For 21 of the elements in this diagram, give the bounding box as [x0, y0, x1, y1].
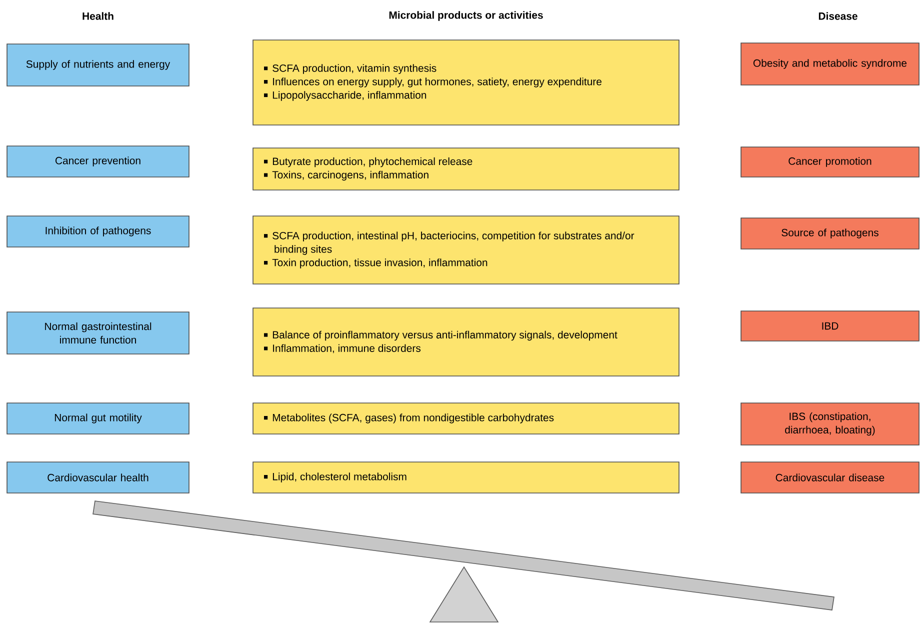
activity-box: SCFA production, vitamin synthesis Influences on energy supply, gut hormones, satiety, energy expenditure Lipopolysaccharide, inflammation	[252, 40, 680, 126]
disease-box: Source of pathogens	[740, 218, 920, 250]
disease-box: IBD	[740, 310, 920, 342]
column-heading: Disease	[818, 12, 858, 20]
health-box: Normal gut motility	[6, 402, 190, 434]
health-box: Supply of nutrients and energy	[6, 44, 190, 86]
column-heading: Microbial products or activities	[389, 11, 543, 21]
activity-box: Balance of proinflammatory versus anti-inflammatory signals, development Inflammation, immune disorders	[252, 308, 680, 376]
health-box: Cardiovascular health	[6, 462, 190, 494]
disease-box: Cardiovascular disease	[740, 462, 920, 494]
activity-box: Lipid, cholesterol metabolism	[252, 462, 680, 494]
activity-box: Metabolites (SCFA, gases) from nondigestible carbohydrates	[252, 402, 680, 434]
column-heading: Health	[82, 12, 114, 20]
disease-box: IBS (constipation, diarrhoea, bloating)	[740, 402, 920, 446]
activity-box: SCFA production, intestinal pH, bacteriocins, competition for substrates and/or binding sites Toxin production, tissue invasion, inflammation	[252, 216, 680, 284]
disease-box: Obesity and metabolic syndrome	[740, 42, 920, 86]
disease-box: Cancer promotion	[740, 146, 920, 178]
activity-box: Butyrate production, phytochemical release Toxins, carcinogens, inflammation	[252, 148, 680, 190]
health-box: Normal gastrointestinal immune function	[6, 312, 190, 354]
health-box: Cancer prevention	[6, 146, 190, 178]
health-box: Inhibition of pathogens	[6, 216, 190, 248]
